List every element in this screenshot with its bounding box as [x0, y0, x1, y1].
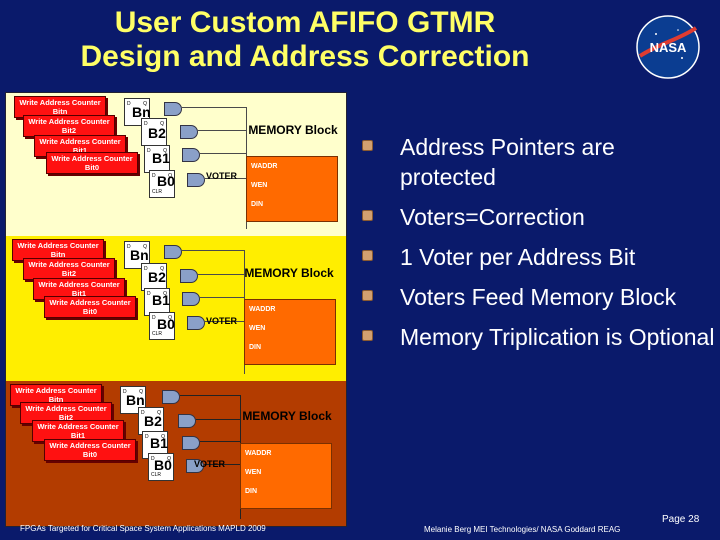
voter-gate [182, 436, 200, 450]
wire [200, 441, 240, 442]
wire [198, 130, 246, 131]
page-number: Page 28 [662, 514, 700, 525]
voter-gate [187, 316, 205, 330]
wire [200, 153, 246, 154]
bit-label: Bn [126, 392, 145, 408]
counter-card-bit2: Write Address Counter Bit2 [23, 115, 115, 137]
counter-card-bit2: Write Address Counter Bit2 [20, 402, 112, 424]
counter-card-bit0: Write Address Counter Bit0 [44, 439, 136, 461]
band-2: Write Address Counter Bitn Write Address… [6, 236, 346, 381]
memory-block-title: MEMORY Block [248, 123, 338, 137]
title-line-2: Design and Address Correction [80, 40, 530, 73]
voter-gate [182, 148, 200, 162]
port-wen: WEN [245, 469, 262, 476]
counter-card-bitn: Write Address Counter Bitn [10, 384, 102, 406]
port-waddr: WADDR [249, 306, 276, 313]
wire [205, 321, 244, 322]
band-1: Write Address Counter Bitn Write Address… [6, 93, 346, 236]
bit-label: B1 [150, 435, 168, 451]
voter-label: VOTER [206, 171, 238, 181]
wire [198, 274, 244, 275]
wire [205, 178, 246, 179]
bullet-item: Memory Triplication is Optional [362, 322, 717, 352]
memory-block: WADDR WEN DIN [240, 443, 332, 509]
bullet-item: Address Pointers are protected [362, 132, 717, 192]
bit-label: B2 [144, 413, 162, 429]
nasa-logo: NASA [636, 15, 700, 79]
port-waddr: WADDR [251, 163, 278, 170]
title-line-1: User Custom AFIFO GTMR [114, 6, 496, 39]
bullet-list: Address Pointers are protected Voters=Co… [362, 132, 717, 362]
port-wen: WEN [249, 325, 266, 332]
bullet-icon [362, 290, 373, 301]
wire [182, 250, 244, 251]
bullet-item: Voters Feed Memory Block [362, 282, 717, 312]
bullet-icon [362, 330, 373, 341]
counter-card-bit0: Write Address Counter Bit0 [44, 296, 136, 318]
bit-label: B0 [157, 316, 175, 332]
nasa-logo-text: NASA [650, 40, 687, 55]
port-din: DIN [249, 344, 262, 351]
wire [196, 419, 240, 420]
port-din: DIN [245, 488, 258, 495]
bit-label: Bn [132, 104, 151, 120]
bullet-item: Voters=Correction [362, 202, 717, 232]
voter-gate [164, 245, 182, 259]
port-wen: WEN [251, 182, 268, 189]
memory-block-title: MEMORY Block [244, 266, 334, 280]
slide-title: User Custom AFIFO GTMR Design and Addres… [0, 6, 610, 74]
bit-label: B0 [154, 457, 172, 473]
wire [204, 464, 240, 465]
voter-gate [180, 125, 198, 139]
bit-label: Bn [130, 247, 149, 263]
bit-label: B1 [152, 292, 170, 308]
voter-gate [180, 269, 198, 283]
port-waddr: WADDR [245, 450, 272, 457]
agtmr-diagram: Write Address Counter Bitn Write Address… [5, 92, 347, 527]
voter-gate [187, 173, 205, 187]
memory-block-title: MEMORY Block [242, 409, 332, 423]
bit-label: B2 [148, 269, 166, 285]
memory-block: WADDR WEN DIN [246, 156, 338, 222]
voter-label: VOTER [206, 316, 238, 326]
bullet-icon [362, 140, 373, 151]
bullet-item: 1 Voter per Address Bit [362, 242, 717, 272]
memory-block: WADDR WEN DIN [244, 299, 336, 365]
voter-gate [182, 292, 200, 306]
bit-label: B2 [148, 125, 166, 141]
voter-gate [164, 102, 182, 116]
voter-label: VOTER [194, 459, 226, 469]
footer-author: Melanie Berg MEI Technologies/ NASA Godd… [424, 525, 621, 534]
counter-card-bitn: Write Address Counter Bitn [12, 239, 104, 261]
wire [182, 107, 246, 108]
bullet-icon [362, 210, 373, 221]
counter-card-bit2: Write Address Counter Bit2 [23, 258, 115, 280]
port-din: DIN [251, 201, 264, 208]
voter-gate [178, 414, 196, 428]
bit-label: B1 [152, 150, 170, 166]
voter-gate [186, 459, 204, 473]
wire [200, 297, 244, 298]
bullet-icon [362, 250, 373, 261]
footer-conference: FPGAs Targeted for Critical Space System… [20, 524, 266, 533]
counter-card-bit0: Write Address Counter Bit0 [46, 152, 138, 174]
bit-label: B0 [157, 173, 175, 189]
voter-gate [162, 390, 180, 404]
wire [180, 395, 240, 396]
band-3: Write Address Counter Bitn Write Address… [6, 381, 346, 526]
